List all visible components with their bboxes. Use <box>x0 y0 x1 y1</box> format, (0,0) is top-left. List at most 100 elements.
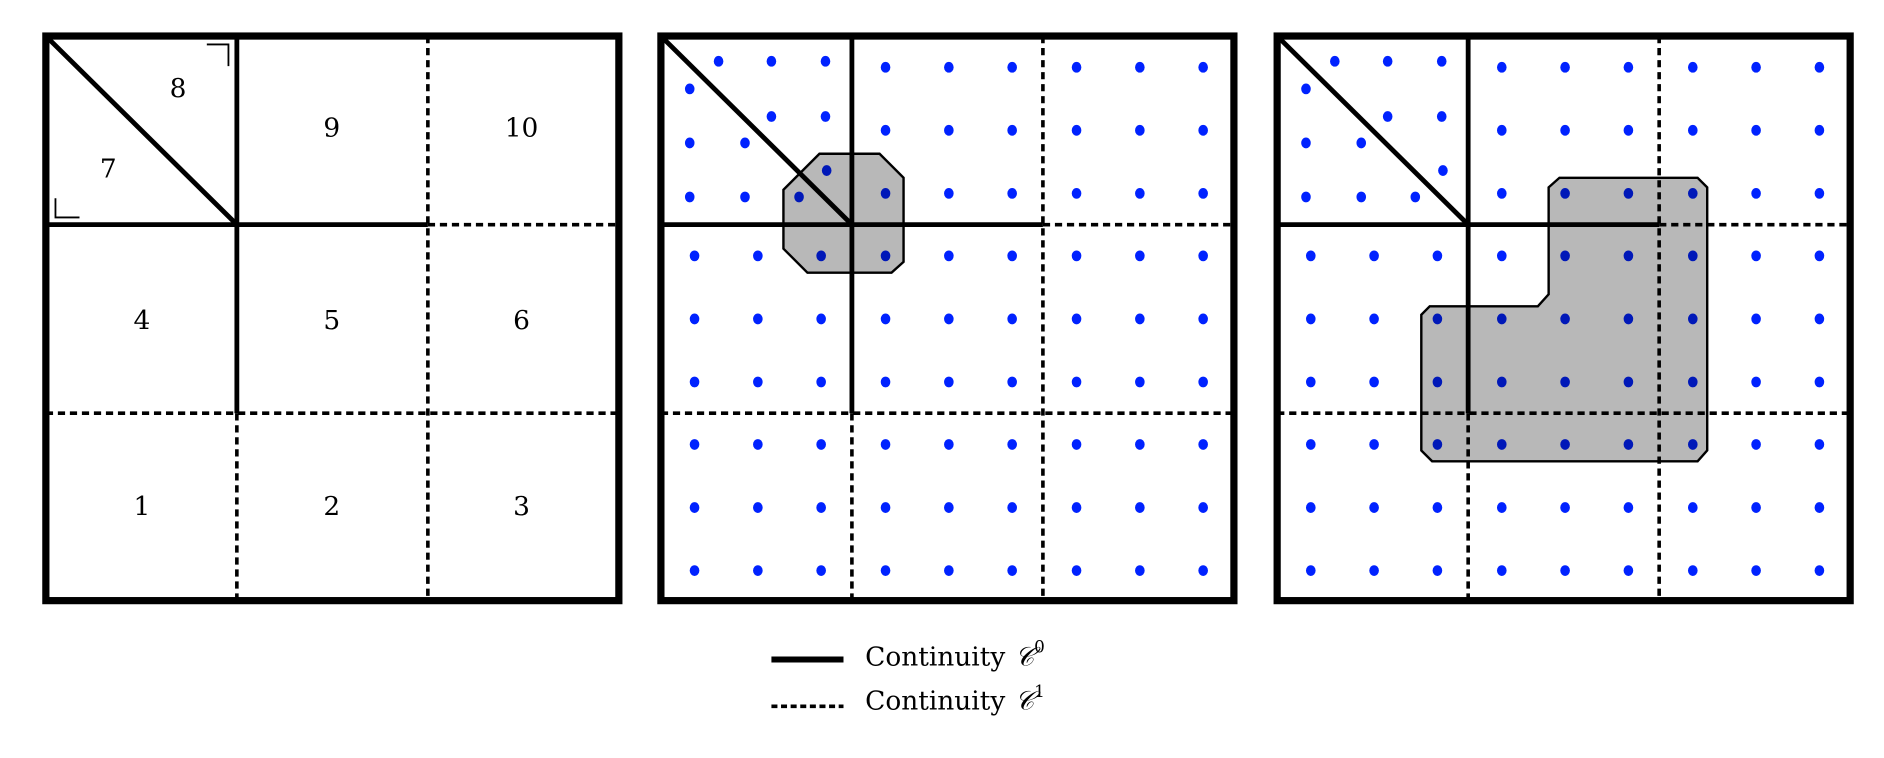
control-point <box>1438 165 1448 176</box>
control-point <box>1687 124 1698 136</box>
control-point <box>740 137 750 149</box>
control-point <box>1687 187 1698 199</box>
control-point <box>821 165 832 176</box>
control-point <box>1135 250 1145 262</box>
control-point <box>1369 313 1379 325</box>
control-point <box>1560 250 1570 262</box>
control-point <box>816 565 826 577</box>
control-point <box>1071 61 1082 73</box>
control-point <box>1007 313 1017 325</box>
control-point <box>1814 439 1825 450</box>
control-point <box>1496 187 1507 199</box>
control-point <box>1198 439 1208 450</box>
control-point <box>1071 124 1082 136</box>
control-point <box>1007 502 1017 513</box>
control-point <box>1623 313 1634 325</box>
control-point <box>1007 376 1017 388</box>
control-point <box>944 502 954 513</box>
control-point <box>880 313 891 325</box>
control-point <box>1301 83 1311 95</box>
control-point <box>1687 313 1698 325</box>
control-point <box>1751 250 1761 262</box>
control-point <box>944 250 954 262</box>
control-point <box>1198 565 1208 577</box>
control-point <box>1135 61 1145 73</box>
control-point <box>1198 376 1208 388</box>
cell-label-8: 8 <box>170 73 187 104</box>
control-point <box>1623 124 1634 136</box>
control-point <box>1356 191 1367 203</box>
control-point <box>740 191 750 203</box>
control-point <box>1751 376 1761 388</box>
control-point <box>1071 376 1082 388</box>
control-point <box>944 439 954 450</box>
support-region <box>1420 176 1709 463</box>
control-point <box>1432 502 1443 513</box>
control-point <box>1369 250 1379 262</box>
control-point <box>1496 376 1507 388</box>
control-point <box>1007 250 1017 262</box>
control-point <box>1751 187 1761 199</box>
control-point <box>689 250 700 262</box>
control-point <box>944 187 954 199</box>
control-point <box>1436 55 1447 67</box>
control-point <box>684 137 695 149</box>
control-point <box>1623 439 1634 450</box>
control-point <box>1623 250 1634 262</box>
control-point <box>1432 439 1443 450</box>
control-point <box>880 61 891 73</box>
cell-label-2: 2 <box>323 491 340 522</box>
control-point <box>1496 313 1507 325</box>
control-point <box>1432 565 1443 577</box>
control-point <box>1369 376 1379 388</box>
control-point <box>944 313 954 325</box>
control-point <box>1305 565 1316 577</box>
cell-label-1: 1 <box>134 491 151 522</box>
control-point <box>1814 61 1825 73</box>
control-point <box>944 124 954 136</box>
control-point <box>689 502 700 513</box>
control-point <box>816 502 826 513</box>
control-point <box>816 439 826 450</box>
control-point <box>1560 61 1570 73</box>
control-point <box>880 124 891 136</box>
control-point <box>1198 502 1208 513</box>
control-point <box>1432 376 1443 388</box>
control-point <box>1135 565 1145 577</box>
corner-mark <box>54 198 80 219</box>
control-point <box>816 313 826 325</box>
control-point <box>1305 313 1316 325</box>
control-point <box>1007 61 1017 73</box>
control-point <box>1496 250 1507 262</box>
control-point <box>1623 376 1634 388</box>
cell-label-9: 9 <box>323 113 340 144</box>
cell-label-5: 5 <box>323 305 340 336</box>
control-point <box>880 187 891 199</box>
control-point <box>944 565 954 577</box>
domain-border <box>42 32 623 605</box>
c0-diagonal-line <box>659 34 854 227</box>
control-point <box>1814 187 1825 199</box>
control-point <box>1496 124 1507 136</box>
control-point <box>1071 250 1082 262</box>
control-point <box>1751 439 1761 450</box>
control-point <box>1301 137 1311 149</box>
corner-mark <box>206 43 230 67</box>
control-point <box>1751 124 1761 136</box>
control-point <box>1007 439 1017 450</box>
control-point <box>1305 250 1316 262</box>
control-point <box>1560 124 1570 136</box>
control-point <box>1814 502 1825 513</box>
control-point <box>1560 187 1570 199</box>
control-point <box>684 191 695 203</box>
panel-1-labels: 1 2 3 4 5 6 7 8 9 10 <box>100 73 538 522</box>
control-point <box>689 565 700 577</box>
control-point <box>753 250 763 262</box>
cell-label-10: 10 <box>505 113 539 144</box>
control-point <box>1071 313 1082 325</box>
control-point <box>1198 187 1208 199</box>
control-point <box>1496 565 1507 577</box>
control-point <box>880 502 891 513</box>
